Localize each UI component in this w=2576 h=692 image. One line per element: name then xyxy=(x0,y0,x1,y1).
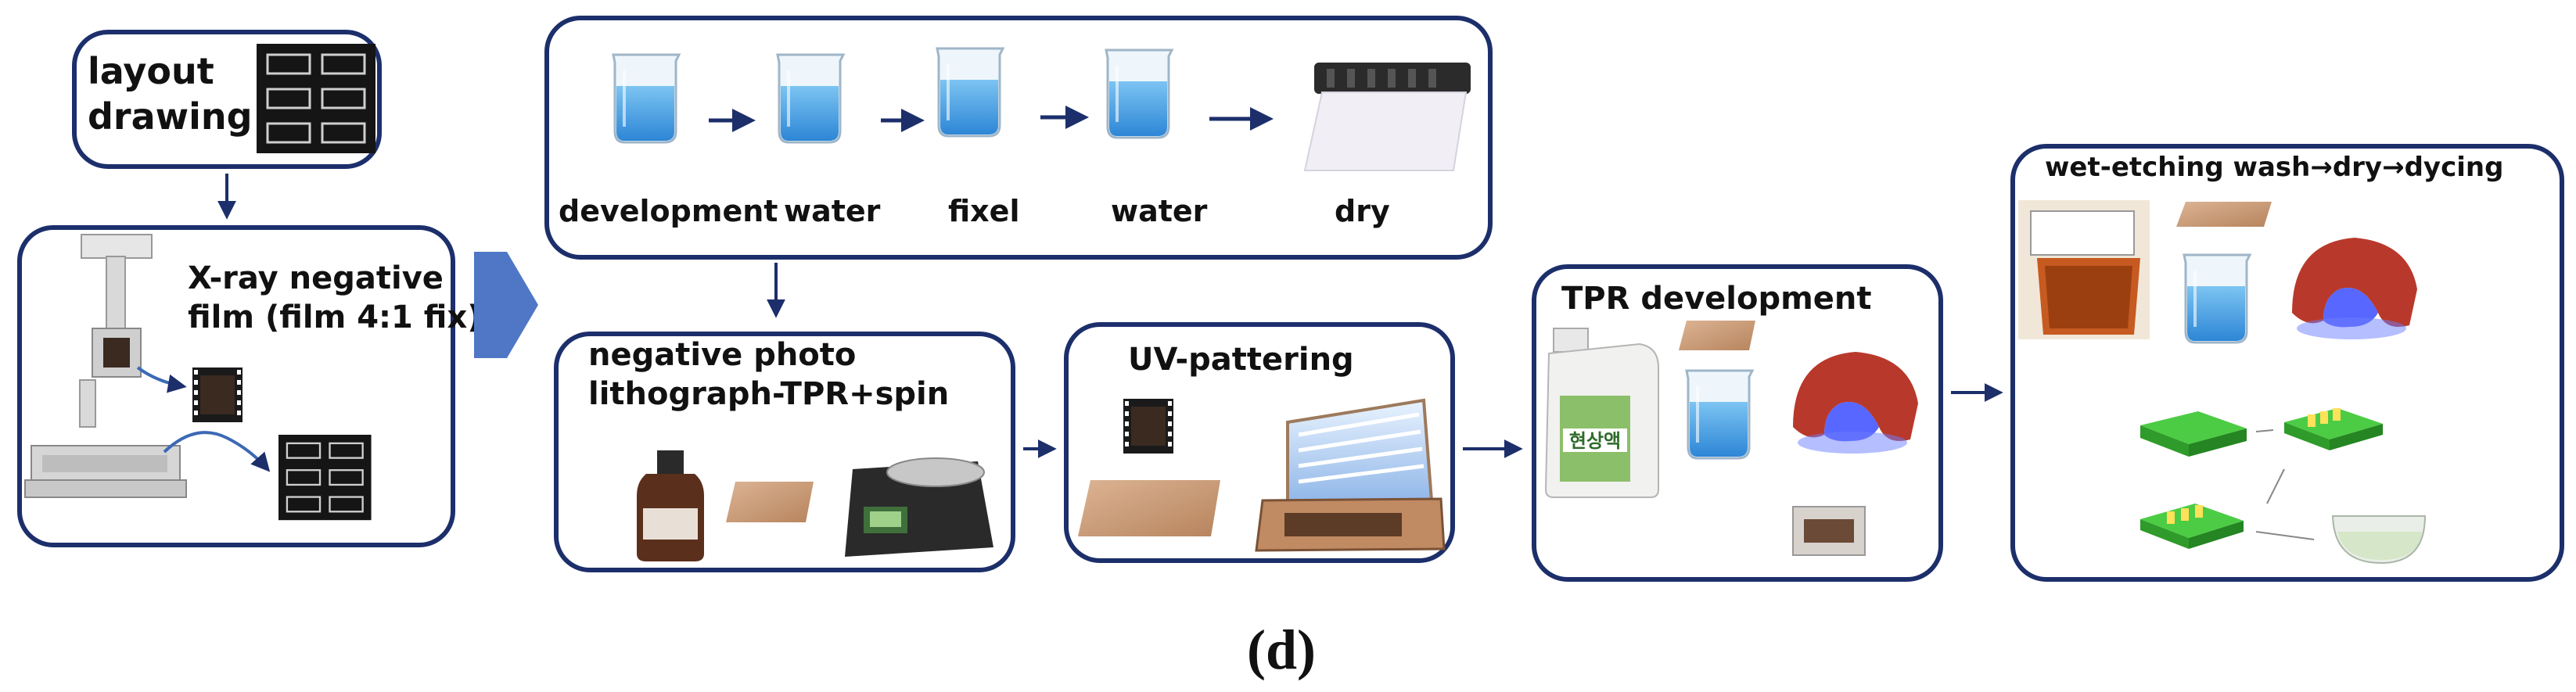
uv-label: UV-pattering xyxy=(1128,342,1354,378)
big-arrow-icon xyxy=(474,252,538,358)
tpr-label: TPR development xyxy=(1561,281,1872,317)
uv-exposure-box-icon xyxy=(1255,398,1446,552)
sequence-label-water: water xyxy=(784,194,881,228)
developer-bottle-icon xyxy=(1544,328,1659,498)
etching-tank-photo-icon xyxy=(2018,200,2150,339)
fixel-beaker-icon xyxy=(936,47,1004,138)
etched-copper-plate-icon xyxy=(2176,202,2272,227)
tpr-uv-lamp-icon xyxy=(1793,352,1918,454)
uv-negative-film-icon xyxy=(1123,399,1173,454)
water-beaker-icon xyxy=(776,53,845,144)
xray-label-line1: X-ray negative xyxy=(188,260,444,296)
wet-label: wet-etching wash→dry→dycing xyxy=(2045,152,2504,183)
sequence-label-fixel: fixel xyxy=(948,194,1020,228)
water-beaker-icon-2 xyxy=(1105,48,1173,139)
sequence-label-water-2: water xyxy=(1111,194,1208,228)
photo-label-line1: negative photo xyxy=(588,337,857,373)
etching-process-schematic xyxy=(2140,408,2427,565)
xray-machine-icon xyxy=(79,234,153,428)
copper-plate-icon xyxy=(726,482,814,522)
film-processor-icon xyxy=(24,445,187,498)
tpr-copper-plate-icon xyxy=(1679,321,1755,350)
figure-caption: (d) xyxy=(1247,618,1316,681)
uv-copper-plate-icon xyxy=(1078,480,1220,536)
dry-uv-lamp-icon xyxy=(2292,238,2417,339)
wash-beaker-icon xyxy=(2183,253,2251,344)
spin-coater-icon xyxy=(845,457,993,557)
layout-label: layout xyxy=(88,50,214,92)
photo-label-line2: lithograph-TPR+spin xyxy=(588,376,950,412)
xray-label-line2: film (film 4:1 fix) xyxy=(188,299,482,335)
sequence-label-development: development xyxy=(559,194,778,228)
developer-bottle-label: 현상액 xyxy=(1569,430,1621,452)
tpr-beaker-icon xyxy=(1685,369,1754,460)
sequence-label-dry: dry xyxy=(1335,194,1390,228)
tpr-result-board-icon xyxy=(1792,506,1866,556)
development-beaker-icon xyxy=(612,53,681,144)
film-sheet-icon xyxy=(277,433,372,522)
layout-sheet-icon xyxy=(255,42,377,155)
negative-film-icon xyxy=(192,368,243,422)
film-dryer-icon xyxy=(1303,63,1471,171)
photoresist-bottle-icon xyxy=(637,450,704,561)
drawing-label: drawing xyxy=(88,95,253,138)
